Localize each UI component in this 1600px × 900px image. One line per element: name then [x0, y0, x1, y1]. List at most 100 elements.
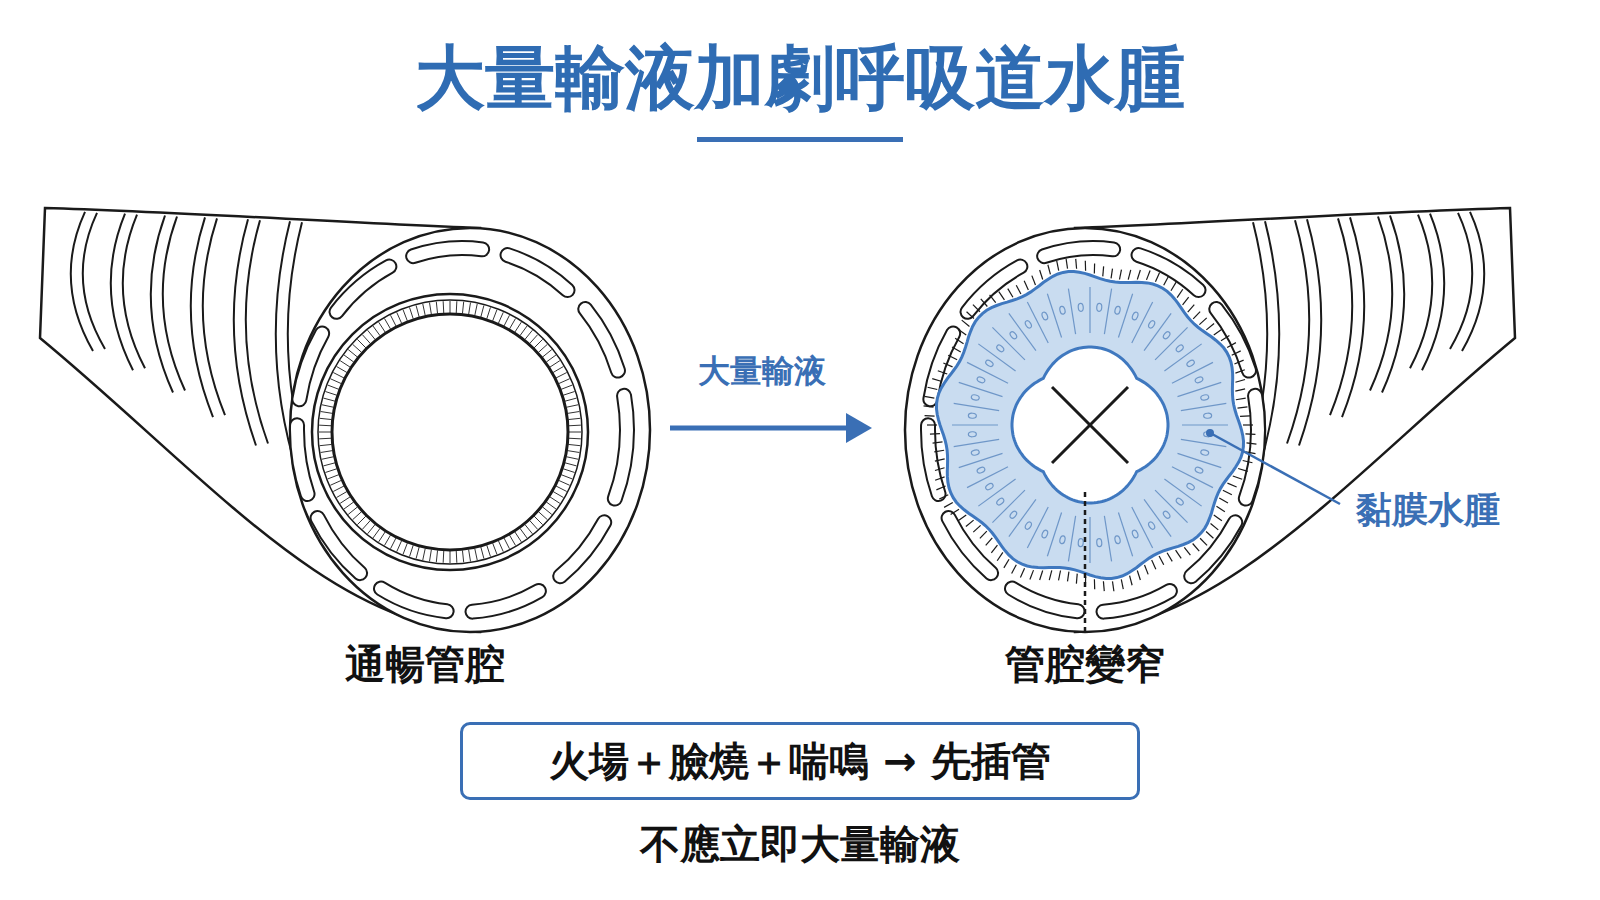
mucosa-tick [416, 305, 419, 317]
cilium [1214, 515, 1222, 521]
cilium [1171, 282, 1176, 291]
cilium [1094, 579, 1095, 589]
cilium [1227, 343, 1236, 348]
blocked-mark [1052, 387, 1128, 463]
callout-label: 黏膜水腫 [1356, 488, 1500, 531]
cilium [958, 329, 966, 335]
cell-nucleus [968, 431, 976, 437]
mucosa-tick [319, 438, 331, 440]
cell-nucleus [1131, 311, 1139, 320]
note-text: 不應立即大量輸液 [640, 820, 960, 868]
cilium [1103, 581, 1105, 591]
cilium [933, 442, 943, 443]
mucosa-tick [353, 344, 362, 352]
mucosa-tick [515, 322, 522, 332]
cilium [1004, 559, 1009, 568]
cilium [1102, 266, 1104, 276]
mucosa-tick [328, 475, 339, 479]
mucosa-tick [423, 304, 425, 316]
cell-nucleus [1175, 344, 1184, 353]
cilium [1016, 285, 1021, 294]
mucosa-tick [403, 310, 407, 321]
cell-wall [967, 467, 1008, 488]
mucosa-tick [550, 361, 560, 368]
cilium [1211, 524, 1219, 530]
cilium [928, 387, 938, 389]
cell-nucleus [1024, 320, 1032, 329]
mucosa-tick [357, 339, 365, 347]
mucosa-tick [469, 303, 471, 315]
mucosa-tick [333, 486, 344, 491]
cell-wall [952, 424, 998, 425]
cell-nucleus [1041, 529, 1049, 538]
cell-wall [1144, 499, 1171, 536]
cell-wall [1118, 512, 1132, 556]
cilium [1057, 261, 1059, 271]
cell-wall [1027, 302, 1048, 343]
mucosa-tick [319, 425, 331, 427]
cell-nucleus [1096, 538, 1102, 546]
cell-wall [1144, 313, 1171, 350]
cell-nucleus [1186, 482, 1195, 490]
cilium [1137, 270, 1140, 280]
cell-nucleus [1024, 521, 1032, 530]
cilium [980, 531, 987, 538]
cell-nucleus [985, 482, 994, 490]
mucosa-tick [385, 319, 391, 329]
cilium [943, 363, 952, 367]
cilium [1164, 276, 1169, 285]
cilium [1159, 556, 1164, 565]
mucosa-tick [340, 497, 350, 504]
mucosa-tick [373, 528, 380, 538]
cilium [973, 305, 980, 312]
mucosa-tick [561, 385, 572, 389]
mucosa-tick [566, 405, 578, 407]
cilium [1152, 560, 1156, 569]
cilium [935, 468, 945, 471]
cilium [1012, 565, 1017, 574]
mucosa-tick [504, 538, 509, 549]
cilium [958, 515, 966, 521]
cilium [1235, 389, 1245, 391]
cell-wall [1181, 403, 1226, 410]
cilium [966, 520, 974, 526]
mucosa-tick [568, 444, 580, 445]
blocked-mark [1052, 387, 1128, 463]
cell-wall [1132, 507, 1153, 548]
cilium [951, 509, 959, 514]
cilium [1193, 543, 1200, 551]
mucosa-tick [328, 385, 339, 389]
leader-line [1084, 492, 1087, 634]
cilium [1121, 579, 1123, 589]
mucosa-tick [510, 535, 516, 545]
mucosa-tick [423, 548, 425, 560]
mucosa-tick [325, 469, 336, 473]
cilium [1247, 443, 1257, 444]
arrow-head [846, 413, 872, 443]
cell-nucleus [976, 466, 985, 474]
mucosa-tick [340, 361, 350, 368]
mucosa-tick [410, 545, 414, 556]
cilium [1059, 570, 1061, 580]
mucosa-tick [487, 307, 491, 318]
mucosa-tick [325, 392, 336, 396]
mucosa-tick [348, 507, 357, 515]
cilium [1085, 261, 1086, 271]
cell-wall [1118, 294, 1132, 338]
cilium [936, 486, 945, 490]
cilium [1238, 469, 1248, 472]
cell-nucleus [1059, 535, 1066, 544]
mucosa-tick [462, 550, 463, 562]
cell-nucleus [1200, 394, 1209, 401]
cell-nucleus [1162, 510, 1171, 519]
mucosa-tick [568, 418, 580, 419]
cell-wall [1104, 289, 1111, 334]
mucosa-tick [462, 302, 463, 314]
cilium [948, 355, 957, 359]
mucosa-tick [515, 532, 522, 542]
mucosa-tick [344, 355, 354, 362]
cilium [1040, 571, 1043, 581]
mucosa-tick [546, 502, 556, 509]
cilium [1119, 270, 1121, 280]
mucosa-tick [530, 335, 538, 344]
